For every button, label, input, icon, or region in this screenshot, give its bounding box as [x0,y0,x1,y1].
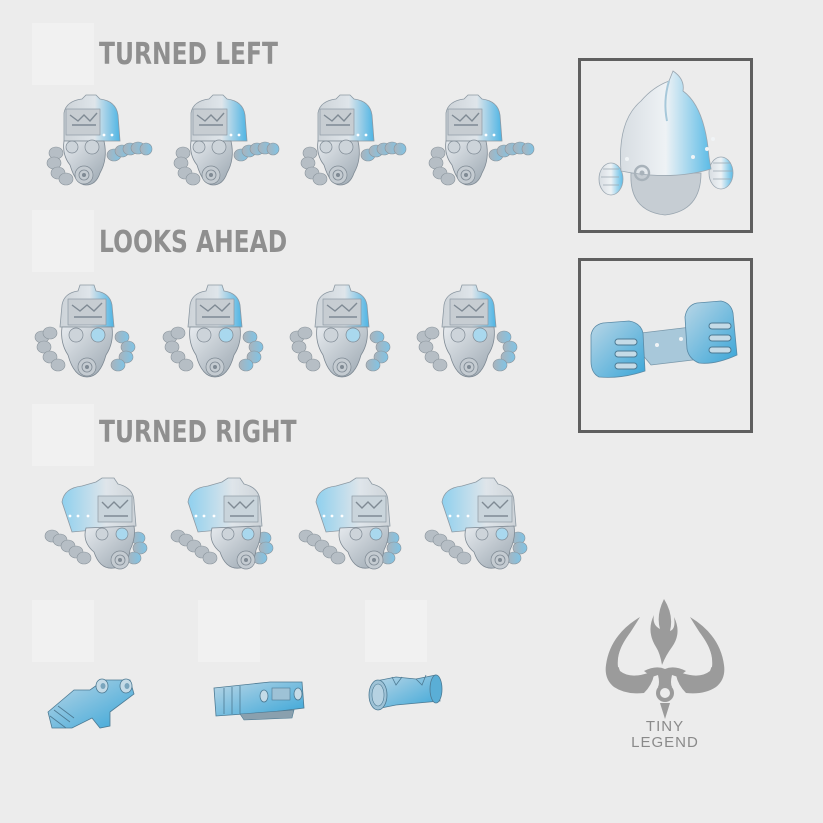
placeholder-square [32,600,94,662]
cylinder-canister-part [368,674,443,711]
helmet-turned-left [42,93,154,193]
helmet-looks-ahead [414,283,526,383]
rebreather-pack-part [590,300,738,378]
helmet-back-view-frame [578,58,753,233]
placeholder-square [32,23,94,85]
placeholder-square [32,210,94,272]
winged-flame-emblem-icon [605,599,725,719]
logo-text-legend: LEGEND [631,734,699,751]
helmet-looks-ahead [287,283,399,383]
helmet-turned-right [42,476,154,576]
helmet-turned-left [169,93,281,193]
helmet-turned-right [422,476,534,576]
logo-text-tiny: TINY [645,718,685,735]
section-label-looks-ahead: LOOKS AHEAD [99,225,288,260]
angled-canister-part [47,678,135,729]
helmet-turned-right [296,476,408,576]
brand-logo: TINY LEGEND [600,595,730,755]
helmet-looks-ahead [32,283,144,383]
placeholder-square [365,600,427,662]
helmet-turned-left [424,93,536,193]
flat-canister-part [213,681,305,721]
helmet-looks-ahead [160,283,272,383]
section-label-turned-left: TURNED LEFT [99,37,278,72]
helmet-back-view [598,70,734,216]
rebreather-pack-frame [578,258,753,433]
placeholder-square [198,600,260,662]
section-label-turned-right: TURNED RIGHT [99,415,297,450]
placeholder-square [32,404,94,466]
helmet-turned-right [168,476,280,576]
helmet-turned-left [296,93,408,193]
